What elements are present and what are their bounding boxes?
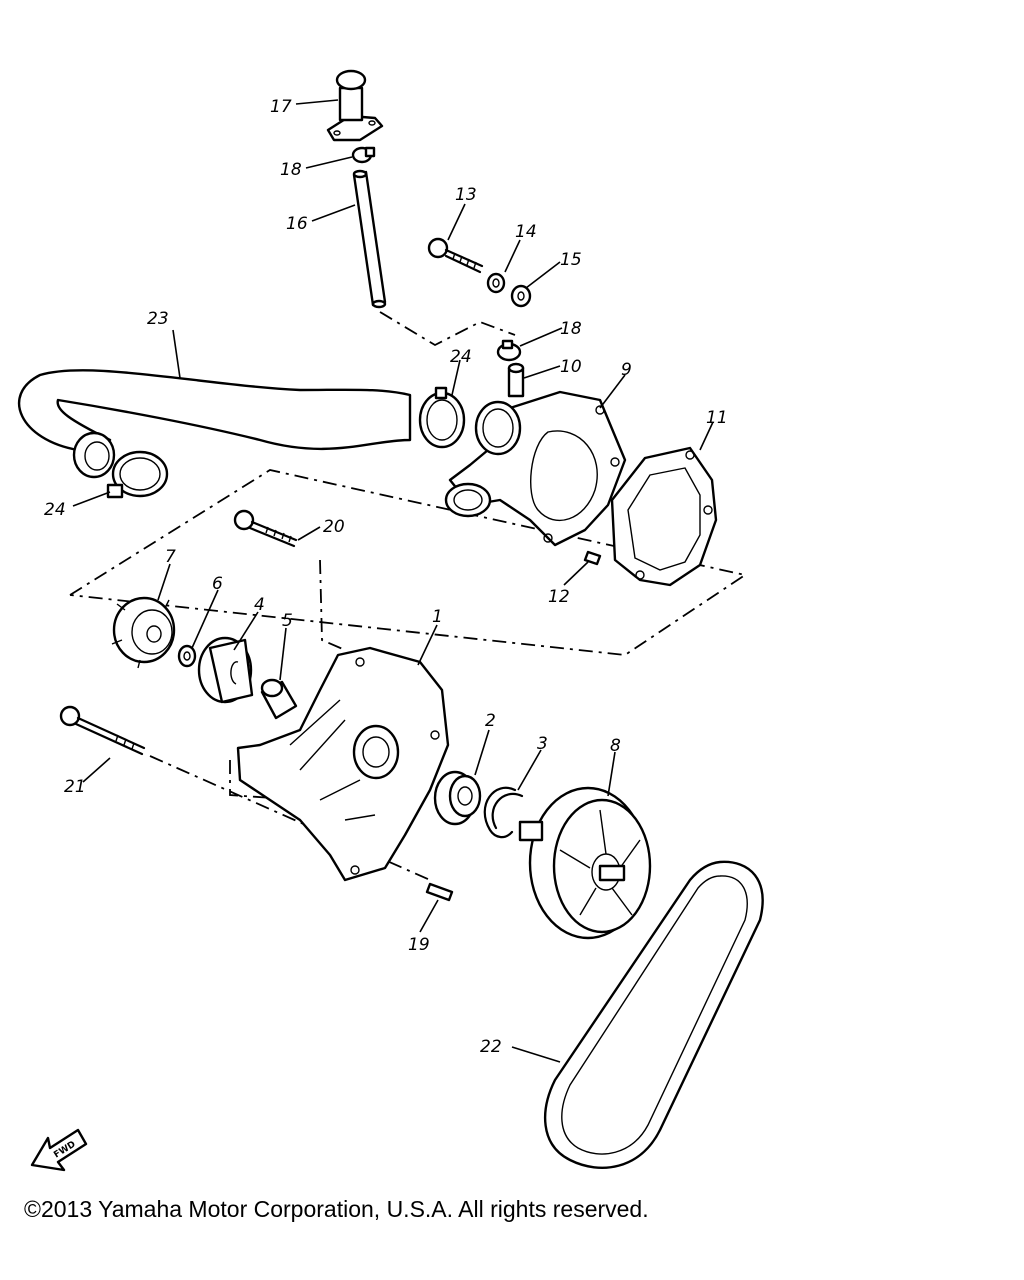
callout-18-mid: 18 [560,319,582,339]
part-19-pin [425,882,454,902]
part-6-washer [177,644,197,668]
callout-10: 10 [560,357,582,377]
callout-5: 5 [282,611,293,631]
callout-6: 6 [212,574,223,594]
part-24-clamp-right [418,386,466,449]
part-21-bolt [59,705,146,756]
part-13-bolt [427,237,484,274]
part-8-pulley [518,786,652,940]
part-12-pin [583,550,602,566]
callout-11: 11 [706,408,728,428]
part-18-clamp-mid [496,339,522,362]
copyright-notice: ©2013 Yamaha Motor Corporation, U.S.A. A… [24,1196,649,1222]
callout-24-right: 24 [450,347,472,367]
callout-23: 23 [147,309,169,329]
part-11-gasket [610,446,718,587]
part-17-filler-cap [326,69,384,142]
callout-21: 21 [64,777,86,797]
part-1-pump-housing [236,646,450,882]
callout-7: 7 [165,547,176,567]
callout-17: 17 [270,97,292,117]
callout-2: 2 [485,711,496,731]
part-22-belt [544,860,764,1169]
part-3-circlip [483,786,524,839]
part-18-clamp-top [351,146,376,164]
callout-16: 16 [286,214,308,234]
callout-12: 12 [548,587,570,607]
assembly-guide-lines [69,311,748,881]
callout-22: 22 [480,1037,502,1057]
part-4-seal [197,636,254,704]
callout-3: 3 [537,734,548,754]
callout-9: 9 [621,360,632,380]
part-10-fitting [507,362,525,398]
part-20-bolt [233,509,298,548]
callout-8: 8 [610,736,621,756]
callout-20: 20 [323,517,345,537]
callout-13: 13 [455,185,477,205]
callout-24-left: 24 [44,500,66,520]
callout-4: 4 [254,595,265,615]
fwd-arrow-icon: FWD [30,1128,88,1172]
part-5-bushing [260,678,298,720]
part-16-pipe [352,169,387,309]
part-15-washer [510,284,532,308]
part-2-bearing [433,770,482,826]
callout-14: 14 [515,222,537,242]
leader-lines [72,99,714,1063]
part-23-hose [18,369,412,479]
callout-19: 19 [408,935,430,955]
part-9-housing-cover [444,390,627,547]
callout-18-top: 18 [280,160,302,180]
callout-15: 15 [560,250,582,270]
callouts: 17 18 16 13 14 15 23 18 24 10 9 11 24 20… [44,97,728,1057]
part-24-clamp-left [106,450,169,499]
part-7-impeller [111,596,176,669]
callout-1: 1 [432,607,443,627]
part-14-washer [486,272,506,294]
